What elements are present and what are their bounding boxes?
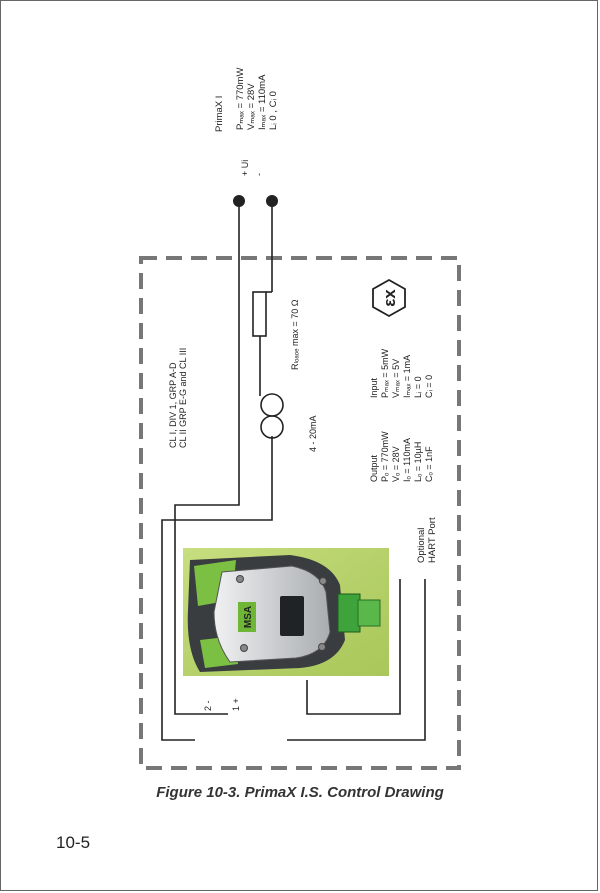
wiring [161, 201, 426, 741]
primax-device-image: MSA [183, 548, 389, 676]
device-display [280, 596, 304, 636]
output-line-2: Vₒ = 28V [391, 446, 401, 482]
source-title: PrimaX I [214, 96, 225, 132]
wire-minus-bottom [161, 436, 273, 741]
figure-caption: Figure 10-3. PrimaX I.S. Control Drawing [156, 784, 444, 801]
ex-hazard-symbol: εx [372, 278, 406, 318]
input-line-2: Vₘₐₓ = 5V [391, 359, 401, 398]
current-source-circle-1 [260, 393, 284, 417]
input-line-4: Lᵢ = 0 [413, 376, 423, 398]
wire-hart-1 [287, 579, 426, 741]
terminal-minus-label: - [254, 173, 264, 176]
page-number: 10-5 [56, 833, 91, 852]
msa-logo [238, 602, 256, 632]
hart-port-line-1: Optional [416, 528, 427, 563]
output-line-1: Pₒ = 770mW [380, 431, 390, 482]
wire-plus [174, 201, 240, 715]
device-terminal-minus: 2 - [203, 700, 213, 711]
current-source-circle-2 [260, 415, 284, 439]
msa-logo-text: MSA [243, 606, 254, 628]
device-terminal-plus: 1 + [231, 698, 241, 711]
hazardous-area-boundary [139, 256, 461, 770]
source-param-2: Vₘₐₓ = 28V [246, 83, 257, 130]
cable-resistor [252, 291, 267, 337]
input-title: Input [369, 377, 379, 398]
output-line-5: Cₒ = 1nF [424, 446, 434, 482]
output-line-4: Lₒ = 10µH [413, 442, 423, 482]
resistor-label: Rₗₒₐₒₑ max = 70 Ω [290, 299, 300, 370]
terminal-plus-label: + Ui [240, 160, 250, 176]
source-param-4: Lᵢ 0 , Cᵢ 0 [268, 91, 279, 130]
wire-hart-2 [306, 579, 401, 715]
current-source-label: 4 - 20mA [308, 415, 318, 452]
classification-line-1: CL I, DIV 1, GRP A-D [168, 362, 178, 448]
classification-line-2: CL II GRP E-G and CL III [178, 348, 188, 448]
ex-symbol-text: εx [380, 289, 399, 307]
source-param-3: Iₘₐₓ = 110mA [257, 74, 268, 130]
input-line-1: Pₘₐₓ = 5mW [380, 348, 390, 398]
input-line-3: Iₘₐₓ = 1mA [402, 355, 412, 398]
hart-port-line-2: HART Port [427, 517, 438, 563]
source-param-1: Pₘₐₓ = 770mW [235, 68, 246, 130]
cable-gland [337, 593, 361, 633]
output-line-3: Iₒ = 110mA [402, 438, 412, 482]
input-line-5: Cᵢ = 0 [424, 375, 434, 398]
output-title: Output [369, 454, 379, 482]
